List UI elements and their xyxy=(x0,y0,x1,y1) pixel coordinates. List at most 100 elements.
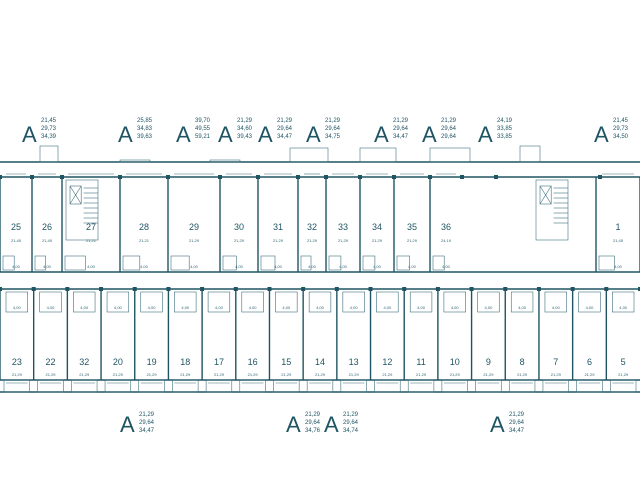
post-top-14 xyxy=(598,175,602,179)
top-unit-area-26: 21,45 xyxy=(42,238,53,243)
apartment-type-bottom-1: A xyxy=(286,412,301,437)
post-bottom-4 xyxy=(132,287,137,291)
bottom-unit-number-22: 22 xyxy=(46,357,56,367)
top-unit-dims-32: 4,00 xyxy=(308,264,317,269)
balcony-top-2 xyxy=(209,159,241,163)
apartment-type-bottom-0: A xyxy=(120,412,135,437)
bottom-unit-number-5: 5 xyxy=(621,357,626,367)
bottom-balcony-17 xyxy=(576,379,603,393)
post-top-6 xyxy=(256,175,260,179)
bottom-unit-dims-8: 4,00 xyxy=(518,305,527,310)
apartment-type-top-9: A xyxy=(594,122,609,147)
bottom-unit-number-32: 32 xyxy=(79,357,89,367)
apartment-area-top-6-0: 21,29 xyxy=(393,118,409,124)
apartment-area-top-2-2: 59,21 xyxy=(195,134,211,140)
bottom-unit-area-16: 21,29 xyxy=(248,372,259,377)
top-unit-dims-33: 4,00 xyxy=(339,264,348,269)
bottom-balcony-5 xyxy=(172,379,199,393)
apartment-area-top-8-1: 33,85 xyxy=(497,126,513,132)
bottom-unit-dims-22: 4,00 xyxy=(47,305,56,310)
apartment-area-top-0-1: 29,73 xyxy=(41,126,57,132)
apartment-type-top-0: A xyxy=(22,122,37,147)
bottom-unit-number-12: 12 xyxy=(382,357,392,367)
bottom-unit-dims-7: 4,00 xyxy=(552,305,561,310)
bottom-bathroom-16 xyxy=(544,291,567,313)
post-top-1 xyxy=(30,175,34,179)
bottom-balcony-13 xyxy=(441,379,468,393)
apartment-area-top-1-0: 25,85 xyxy=(137,118,153,124)
bottom-unit-dims-14: 4,00 xyxy=(316,305,325,310)
apartment-area-top-5-1: 29,64 xyxy=(325,126,341,132)
bottom-balcony-0 xyxy=(3,379,30,393)
apartment-area-bottom-3-0: 21,29 xyxy=(509,412,525,418)
post-bottom-17 xyxy=(570,287,575,291)
top-unit-dims-31: 4,00 xyxy=(274,264,283,269)
bottom-unit-dims-10: 4,00 xyxy=(451,305,460,310)
bottom-balcony-11 xyxy=(374,379,401,393)
bottom-unit-number-23: 23 xyxy=(12,357,22,367)
stair-core-1 xyxy=(535,179,569,241)
apartment-area-top-1-2: 39,63 xyxy=(137,134,153,140)
apartment-area-top-4-2: 34,47 xyxy=(277,134,293,140)
lift-shaft-0 xyxy=(69,185,82,205)
post-top-4 xyxy=(166,175,170,179)
post-top-2 xyxy=(60,175,64,179)
bottom-bathroom-18 xyxy=(612,291,635,313)
apartment-area-bottom-3-1: 29,64 xyxy=(509,420,525,426)
apartment-area-bottom-0-0: 21,29 xyxy=(139,412,155,418)
top-bathroom-1 xyxy=(34,255,46,271)
apartment-area-top-6-2: 34,47 xyxy=(393,134,409,140)
bottom-unit-area-15: 21,29 xyxy=(281,372,292,377)
bottom-balcony-6 xyxy=(205,379,233,393)
bottom-balcony-9 xyxy=(306,379,334,393)
bottom-balcony-15 xyxy=(508,379,536,393)
post-bottom-2 xyxy=(65,287,70,291)
post-top-13 xyxy=(494,175,498,179)
top-bathroom-8 xyxy=(328,255,342,271)
post-top-5 xyxy=(218,175,222,179)
bottom-unit-area-11: 21,29 xyxy=(416,372,427,377)
post-bottom-11 xyxy=(368,287,373,291)
bottom-bathroom-14 xyxy=(477,291,500,313)
bottom-balcony-10 xyxy=(340,379,367,393)
apartment-area-top-3-0: 21,29 xyxy=(237,118,253,124)
bottom-bathroom-13 xyxy=(443,291,466,313)
bottom-balcony-2 xyxy=(71,379,98,393)
bottom-balcony-4 xyxy=(138,379,165,393)
post-bottom-9 xyxy=(301,287,306,291)
top-unit-area-33: 21,29 xyxy=(338,238,349,243)
bottom-bathroom-4 xyxy=(140,291,163,313)
bottom-balcony-3 xyxy=(104,379,132,393)
top-unit-dims-25: 4,00 xyxy=(12,264,21,269)
top-unit-number-1: 1 xyxy=(615,222,620,232)
apartment-area-top-1-1: 34,83 xyxy=(137,126,153,132)
apartment-area-top-6-1: 29,64 xyxy=(393,126,409,132)
post-top-7 xyxy=(296,175,300,179)
bottom-unit-number-19: 19 xyxy=(147,357,157,367)
bottom-unit-area-14: 21,29 xyxy=(315,372,326,377)
apartment-area-bottom-2-1: 29,64 xyxy=(343,420,359,426)
post-bottom-6 xyxy=(200,287,205,291)
top-unit-dims-34: 4,00 xyxy=(373,264,382,269)
post-top-9 xyxy=(358,175,362,179)
top-unit-number-32: 32 xyxy=(307,222,317,232)
top-unit-number-25: 25 xyxy=(11,222,21,232)
top-unit-number-36: 36 xyxy=(441,222,451,232)
bottom-unit-dims-12: 4,00 xyxy=(383,305,392,310)
post-bottom-1 xyxy=(31,287,36,291)
apartment-type-top-7: A xyxy=(422,122,437,147)
apartment-type-top-5: A xyxy=(306,122,321,147)
bottom-unit-area-6: 21,29 xyxy=(584,372,595,377)
lift-cross-b-0 xyxy=(69,185,82,205)
post-bottom-16 xyxy=(536,287,541,291)
post-top-0 xyxy=(0,175,2,179)
post-bottom-13 xyxy=(435,287,440,291)
post-top-10 xyxy=(392,175,396,179)
balcony-top-4 xyxy=(359,147,397,163)
apartment-type-top-3: A xyxy=(218,122,233,147)
top-unit-number-33: 33 xyxy=(338,222,348,232)
apartment-area-bottom-1-2: 34,76 xyxy=(305,428,321,434)
top-unit-dims-28: 4,00 xyxy=(140,264,149,269)
top-bathroom-12 xyxy=(598,255,615,271)
